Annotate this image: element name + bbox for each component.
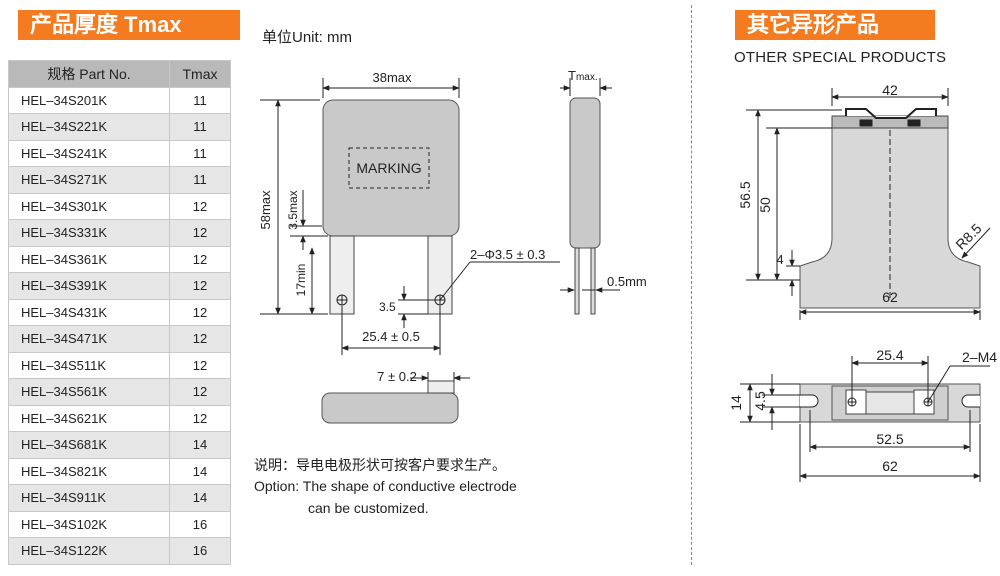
part-number-cell: HEL–34S301K bbox=[8, 192, 170, 220]
dim-hole: 2–Φ3.5 ± 0.3 bbox=[470, 247, 545, 262]
dim-width: 38max bbox=[372, 70, 412, 85]
special-dim-screws: 2–M4 bbox=[962, 349, 997, 365]
special-dim-top: 42 bbox=[882, 82, 898, 98]
header-tmax: Tmax bbox=[169, 60, 231, 88]
tmax-cell: 11 bbox=[169, 113, 231, 141]
varistor-body bbox=[322, 99, 460, 237]
special-dim-bottom: 62 bbox=[882, 458, 898, 474]
part-number-cell: HEL–34S361K bbox=[8, 245, 170, 273]
part-number-cell: HEL–34S102K bbox=[8, 510, 170, 538]
special-dim-height: 56.5 bbox=[737, 181, 753, 208]
dim-lead-max: 3.5max bbox=[286, 190, 300, 229]
tmax-cell: 16 bbox=[169, 510, 231, 538]
dim-bend: 7 ± 0.2 bbox=[377, 369, 417, 384]
note-chinese: 说明：导电电极形状可按客户要求生产。 bbox=[254, 457, 506, 473]
part-number-cell: HEL–34S122K bbox=[8, 537, 170, 565]
tmax-cell: 14 bbox=[169, 484, 231, 512]
special-dim-mount: 52.5 bbox=[876, 431, 903, 447]
part-number-cell: HEL–34S331K bbox=[8, 219, 170, 247]
special-dim-inner: 50 bbox=[757, 197, 773, 213]
dim-lead-thickness: 0.5mm bbox=[607, 274, 647, 289]
dim-height: 58max bbox=[258, 190, 273, 230]
tmax-cell: 12 bbox=[169, 378, 231, 406]
right-section-subtitle: OTHER SPECIAL PRODUCTS bbox=[734, 49, 947, 66]
tmax-cell: 16 bbox=[169, 537, 231, 565]
side-body bbox=[569, 97, 601, 249]
tmax-cell: 14 bbox=[169, 431, 231, 459]
special-dim-slot: 4.5 bbox=[752, 391, 768, 411]
note-english-line1: Option: The shape of conductive electrod… bbox=[254, 478, 517, 494]
tmax-cell: 11 bbox=[169, 139, 231, 167]
marking-box bbox=[348, 147, 430, 189]
tmax-cell: 12 bbox=[169, 192, 231, 220]
special-dim-radius: R8.5 bbox=[952, 220, 984, 252]
dim-tmax: Tmax. bbox=[568, 68, 598, 83]
part-number-cell: HEL–34S391K bbox=[8, 272, 170, 300]
special-dim-base: 62 bbox=[882, 289, 898, 305]
part-number-cell: HEL–34S241K bbox=[8, 139, 170, 167]
tmax-cell: 11 bbox=[169, 166, 231, 194]
part-number-cell: HEL–34S271K bbox=[8, 166, 170, 194]
part-number-cell: HEL–34S221K bbox=[8, 113, 170, 141]
tmax-cell: 12 bbox=[169, 404, 231, 432]
dim-tmax-sub: max. bbox=[576, 72, 598, 83]
side-lead-left bbox=[574, 247, 580, 315]
left-section-banner: 产品厚度 Tmax bbox=[18, 10, 240, 40]
tmax-cell: 12 bbox=[169, 272, 231, 300]
dim-hole-offset: 3.5 bbox=[379, 300, 396, 314]
dim-pitch: 25.4 ± 0.5 bbox=[362, 329, 420, 344]
tmax-cell: 12 bbox=[169, 219, 231, 247]
part-number-cell: HEL–34S821K bbox=[8, 457, 170, 485]
special-dim-depth: 14 bbox=[728, 395, 744, 411]
table-header-row: 规格 Part No. Tmax bbox=[8, 60, 231, 88]
special-product-top-view bbox=[740, 356, 990, 482]
varistor-side-view bbox=[560, 78, 620, 315]
unit-label: 单位Unit: mm bbox=[262, 29, 353, 46]
part-number-cell: HEL–34S561K bbox=[8, 378, 170, 406]
varistor-bottom-view bbox=[321, 372, 470, 424]
dim-tmax-t: T bbox=[568, 68, 576, 83]
tmax-cell: 12 bbox=[169, 298, 231, 326]
special-product-front-view bbox=[746, 88, 991, 320]
marking-text: MARKING bbox=[356, 160, 421, 176]
part-number-cell: HEL–34S911K bbox=[8, 484, 170, 512]
right-section-title: 其它异形产品 bbox=[747, 12, 880, 37]
tmax-cell: 12 bbox=[169, 245, 231, 273]
tmax-cell: 12 bbox=[169, 325, 231, 353]
part-number-cell: HEL–34S201K bbox=[8, 86, 170, 114]
right-section-banner: 其它异形产品 bbox=[735, 10, 935, 40]
tmax-cell: 11 bbox=[169, 86, 231, 114]
header-part-no: 规格 Part No. bbox=[8, 60, 170, 88]
tmax-cell: 14 bbox=[169, 457, 231, 485]
varistor-front-view bbox=[260, 78, 560, 355]
dim-lead-min: 17min bbox=[294, 264, 308, 297]
left-section-title: 产品厚度 Tmax bbox=[30, 12, 182, 37]
side-lead-right bbox=[590, 247, 596, 315]
note-english-line2: can be customized. bbox=[308, 500, 429, 516]
special-dim-pitch: 25.4 bbox=[876, 347, 903, 363]
part-number-cell: HEL–34S681K bbox=[8, 431, 170, 459]
special-dim-foot: 4 bbox=[776, 252, 783, 267]
section-divider bbox=[691, 5, 692, 565]
